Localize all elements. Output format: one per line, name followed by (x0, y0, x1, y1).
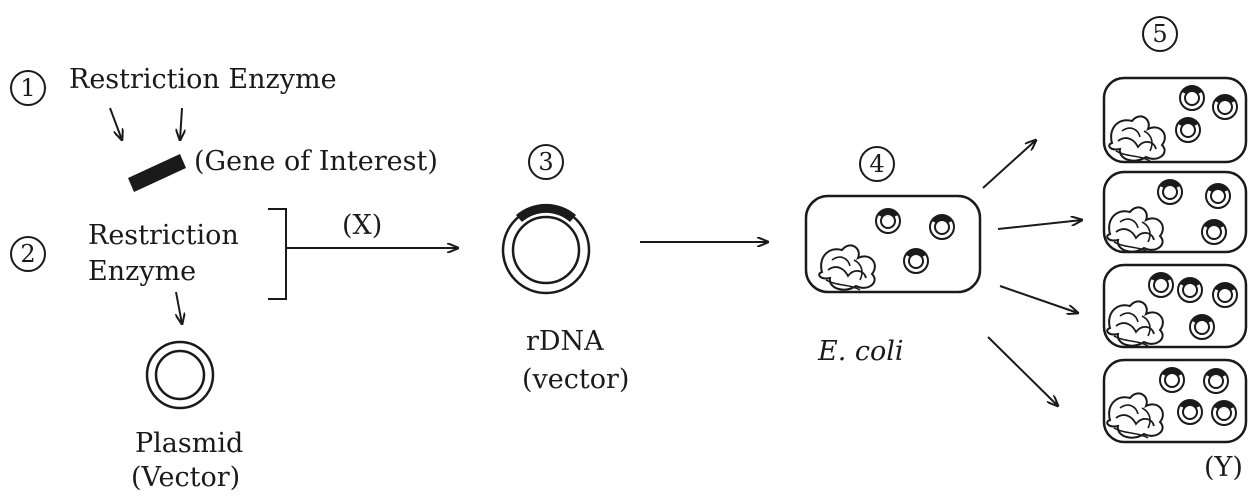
division-arrow-3 (999, 285, 1078, 313)
plasmid-outer (145, 340, 215, 410)
gene-of-interest-label: (Gene of Interest) (194, 146, 438, 177)
rdna-outer (501, 205, 591, 295)
plasmid-label: Plasmid (135, 428, 244, 459)
division-arrow-1 (982, 140, 1036, 189)
rdna-vector-label: (vector) (522, 364, 630, 395)
clone-cell-2 (1102, 170, 1248, 254)
joining-bracket (268, 208, 287, 300)
restriction-enzyme-1-label: Restriction Enzyme (69, 64, 337, 95)
clone-cell-1 (1102, 76, 1248, 164)
enzyme1-arrow-right (180, 107, 182, 140)
rdna-insert (516, 203, 576, 222)
clone-cell-3 (1102, 263, 1248, 349)
enzyme2-arrow (175, 291, 182, 324)
step-2-marker: 2 (10, 236, 46, 272)
step-1-marker: 1 (10, 70, 46, 106)
clone-cell-4 (1102, 358, 1248, 444)
division-arrow-2 (997, 220, 1082, 230)
step-3-marker: 3 (528, 144, 564, 180)
division-arrow-4 (987, 336, 1058, 406)
plasmid-inner (154, 349, 206, 401)
x-label: (X) (342, 210, 383, 241)
restriction-enzyme-2-line1: Restriction (88, 220, 239, 251)
restriction-enzyme-2-line2: Enzyme (88, 256, 197, 287)
step-4-marker: 4 (859, 146, 895, 182)
step-5-marker: 5 (1142, 16, 1178, 52)
rdna-inner (511, 215, 581, 285)
enzyme1-arrow-left (109, 107, 122, 140)
ecoli-label: E. coli (818, 336, 904, 367)
y-label: (Y) (1204, 452, 1243, 483)
rdna-label: rDNA (526, 326, 604, 357)
gene-fragment (128, 154, 186, 192)
vector-label: (Vector) (131, 462, 241, 493)
